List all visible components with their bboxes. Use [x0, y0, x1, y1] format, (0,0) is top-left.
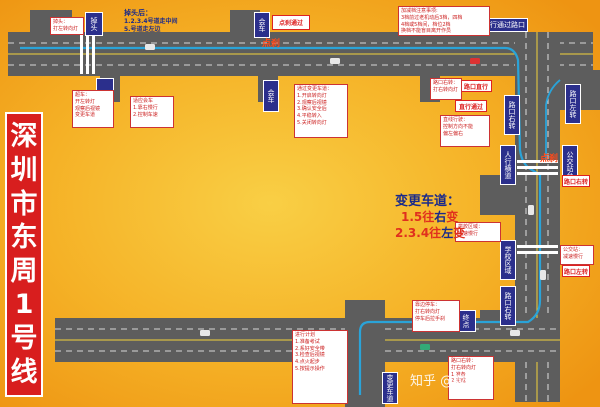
route-line-2	[545, 79, 561, 160]
tag-red-right3: 路口左转	[562, 265, 590, 277]
zebra-top	[80, 34, 95, 74]
route-title-char: 1	[14, 289, 34, 321]
badge-meet: 会车	[254, 12, 270, 38]
lane-word-post: 变	[453, 226, 466, 240]
route-title-char: 市	[10, 188, 38, 220]
route-title-char: 东	[10, 222, 38, 254]
note-top-right: 加减档注意事项: 3档前过老机动后3档，四档 4档或5档间，档位2档 换档不能盲…	[398, 6, 490, 36]
note-left: 路口右转： 打右转向灯	[430, 78, 462, 100]
badge-junction: 路口右转	[500, 286, 516, 326]
badge-school: 学校区域	[500, 240, 516, 280]
lane-word-pre: 往	[429, 226, 442, 240]
tag-red-right2: 直行通过	[455, 100, 487, 112]
note-end: 靠边停车： 打右转向灯 停车后拉手刹	[412, 300, 460, 332]
tag-point-pass: 点刹通过	[272, 15, 310, 30]
start-text: 1.2.3.4号道走中间	[124, 18, 178, 25]
badge-turn-left: 路口左转	[565, 84, 581, 124]
badge-tune: 掉头	[85, 12, 103, 36]
start-title: 掉头后：	[124, 9, 152, 17]
badge-zebra: 人行横道	[500, 145, 516, 185]
badge-change: 变更车道	[382, 372, 398, 404]
tag-red-right1: 路口右转	[562, 175, 590, 187]
lane-change-row: 1.5往右变	[401, 208, 458, 225]
cars	[145, 44, 546, 350]
badge-turn-right: 路口右转	[504, 95, 520, 135]
note-school: 学校区域： 减速慢行	[455, 222, 501, 242]
route-title-char: 号	[10, 323, 38, 355]
route-title-char: 圳	[10, 154, 38, 186]
lane-change-row: 2.3.4往左变	[395, 224, 465, 241]
tag-brake-top: 点刹	[262, 39, 281, 49]
watermark: 知乎 @哎哟喂	[410, 374, 493, 389]
lane-direction: 左	[441, 226, 454, 240]
note-bottom-left: 进行计划 1.准备考试 2.系好安全带 3.检查后视镜 4.点火起步 5.按提示…	[292, 330, 348, 404]
lane-numbers: 2.3.4	[395, 226, 430, 240]
zebra-right-low	[517, 245, 558, 254]
lane-change-title: 变更车道：	[395, 194, 461, 209]
route-title-char: 周	[10, 255, 38, 287]
road-top	[8, 32, 593, 76]
note-end-bottom: 路口右转： 打右转向灯 1.准备 2.完成	[448, 356, 494, 400]
note-tune: 掉头： 打左转向灯	[50, 17, 84, 35]
lane-numbers: 1.5	[401, 210, 423, 224]
note-straight: 直线行驶： 控制方向不能 偏左偏右	[440, 115, 490, 147]
zebra-right	[517, 160, 558, 175]
note-pass: 超车： 开左转灯 观察后视镜 变更车道	[72, 90, 114, 128]
badge-straight: 直行通过路口	[480, 18, 528, 32]
note-meet: 适应会车 1.靠右慢行 2.控制车速	[130, 96, 174, 128]
road-stub-bottom	[345, 300, 385, 407]
tag-brake-right: 点刹	[540, 154, 559, 164]
badge-end: 终点	[456, 310, 476, 332]
badge-car-slow: 会车	[263, 80, 279, 112]
route-title-char: 深	[10, 121, 38, 153]
route-title-char: 线	[10, 356, 38, 388]
start-text2: 5.号道走左边	[124, 26, 161, 33]
lane-word-post: 变	[446, 210, 459, 224]
note-mid: 通过变更车道： 1.开启转向灯 2.观察后视镜 3.确认安全后 4.平稳转入 5…	[294, 84, 348, 138]
lane-word-pre: 往	[422, 210, 435, 224]
note-bus: 公交站： 减速慢行	[560, 245, 594, 265]
tag-red-top-right: 路口直行	[460, 80, 492, 92]
lane-direction: 右	[434, 210, 447, 224]
